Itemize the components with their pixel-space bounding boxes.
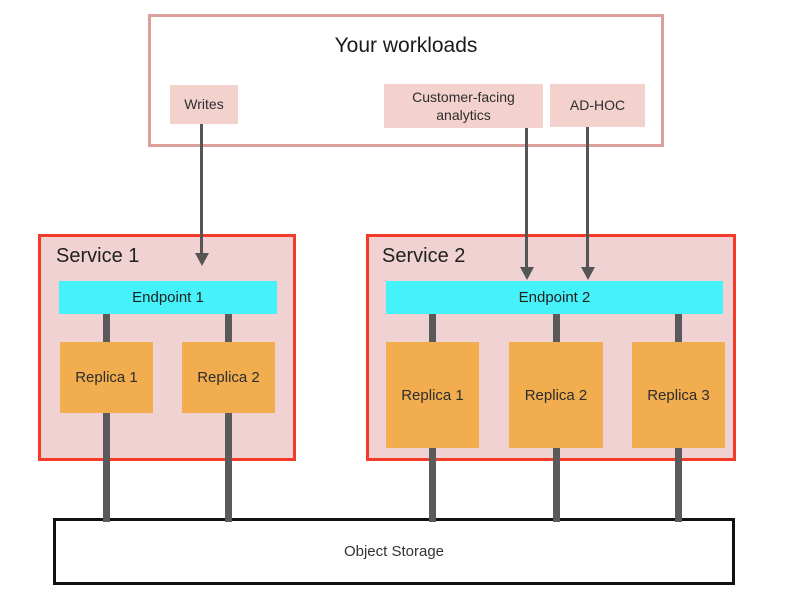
- workloads-title: Your workloads: [334, 34, 478, 57]
- arrow-writes-to-endpoint1: [200, 124, 203, 254]
- service1-replica2: Replica 2: [182, 342, 275, 413]
- arrow-adhoc-to-endpoint2-head: [581, 267, 595, 280]
- service1-label: Service 1: [56, 245, 140, 267]
- arrow-adhoc-to-endpoint2: [586, 127, 589, 268]
- workload-ad-hoc: AD-HOC: [550, 84, 645, 127]
- connector-endpoint2-replica3: [675, 313, 682, 343]
- object-storage-label: Object Storage: [343, 543, 445, 560]
- connector-endpoint2-replica2: [553, 313, 560, 343]
- service2-replica2: Replica 2: [509, 342, 603, 448]
- connector-s1replica1-storage: [103, 412, 110, 522]
- service2-replica1-label: Replica 1: [401, 386, 464, 404]
- workload-ad-hoc-label: AD-HOC: [569, 97, 626, 114]
- connector-endpoint1-replica1: [103, 313, 110, 343]
- connector-endpoint1-replica2: [225, 313, 232, 343]
- service2-label: Service 2: [382, 245, 466, 267]
- workload-customer-facing-analytics-label: Customer-facing analytics: [412, 88, 515, 123]
- service1-replica1: Replica 1: [60, 342, 153, 413]
- service1-endpoint-label: Endpoint 1: [132, 289, 204, 306]
- workload-customer-facing-analytics: Customer-facing analytics: [384, 84, 543, 128]
- connector-endpoint2-replica1: [429, 313, 436, 343]
- workload-writes-label: Writes: [184, 96, 224, 113]
- service2-replica3: Replica 3: [632, 342, 725, 448]
- service2-replica3-label: Replica 3: [647, 386, 710, 404]
- arrow-analytics-to-endpoint2: [525, 128, 528, 268]
- service1-endpoint: Endpoint 1: [59, 281, 277, 314]
- service1-replica2-label: Replica 2: [197, 369, 260, 386]
- connector-s2replica1-storage: [429, 447, 436, 522]
- connector-s2replica3-storage: [675, 447, 682, 522]
- service2-endpoint: Endpoint 2: [386, 281, 723, 314]
- arrow-analytics-to-endpoint2-head: [520, 267, 534, 280]
- object-storage-container: Object Storage: [53, 518, 735, 585]
- connector-s2replica2-storage: [553, 447, 560, 522]
- service2-replica2-label: Replica 2: [524, 386, 588, 404]
- service1-replica1-label: Replica 1: [75, 369, 138, 386]
- service2-endpoint-label: Endpoint 2: [518, 289, 591, 306]
- workload-writes: Writes: [170, 85, 238, 124]
- arrow-writes-to-endpoint1-head: [195, 253, 209, 266]
- connector-s1replica2-storage: [225, 412, 232, 522]
- service2-replica1: Replica 1: [386, 342, 479, 448]
